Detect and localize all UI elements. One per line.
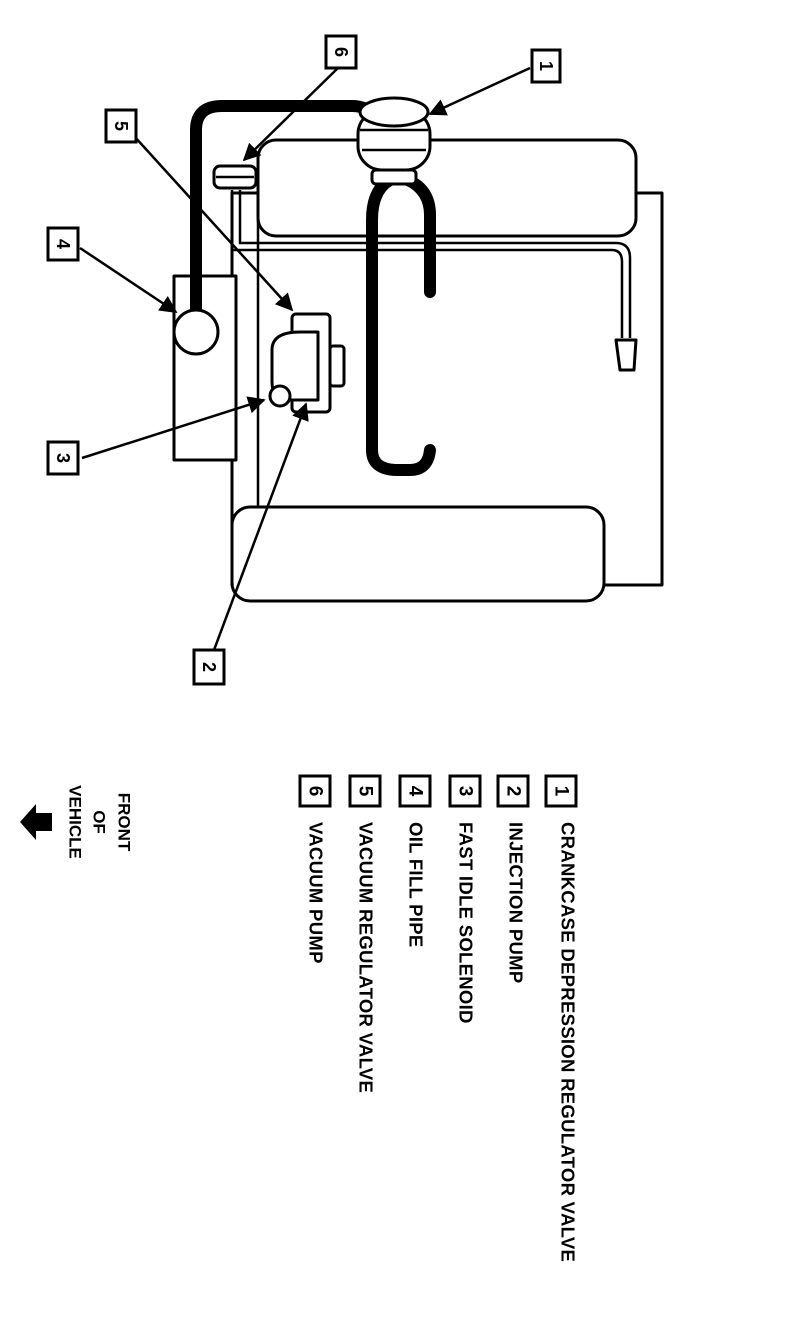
leader-6 <box>242 65 341 162</box>
callout-box-4: 4 <box>46 226 80 262</box>
front-label-line1: FRONT <box>115 793 134 852</box>
callout-num-3: 3 <box>53 453 73 463</box>
legend-item-4: 4 OIL FILL PIPE <box>398 774 432 948</box>
legend-num-3: 3 <box>455 786 476 797</box>
front-label-line2: OF <box>90 810 109 834</box>
leader-1 <box>428 66 531 116</box>
legend-num-6: 6 <box>305 786 326 797</box>
leader-2 <box>212 402 309 651</box>
callout-box-3: 3 <box>46 440 80 476</box>
legend-num-4: 4 <box>405 786 426 797</box>
vacuum-tube <box>230 190 624 338</box>
legend-item-5: 5 VACUUM REGULATOR VALVE <box>348 774 382 1093</box>
callout-box-1: 1 <box>530 48 562 84</box>
legend-label-3: FAST IDLE SOLENOID <box>456 822 477 1024</box>
callout-num-1: 1 <box>536 61 556 71</box>
legend-label-1: CRANKCASE DEPRESSION REGULATOR VALVE <box>558 822 579 1262</box>
front-of-vehicle-indicator: FRONT OF VEHICLE <box>20 785 134 859</box>
vacuum-pump-fitting <box>212 164 258 190</box>
leader-3 <box>81 396 266 460</box>
leader-4 <box>79 246 178 314</box>
callout-leaders <box>79 65 531 651</box>
callout-num-5: 5 <box>111 121 131 131</box>
legend-label-5: VACUUM REGULATOR VALVE <box>356 822 377 1093</box>
legend: 1 CRANKCASE DEPRESSION REGULATOR VALVE 2… <box>298 774 579 1262</box>
callout-box-2: 2 <box>192 648 226 686</box>
lower-valve-cover <box>230 505 606 603</box>
legend-num-1: 1 <box>551 786 572 797</box>
legend-label-6: VACUUM PUMP <box>306 822 327 964</box>
callout-box-5: 5 <box>104 108 138 144</box>
engine-drawing <box>172 96 664 603</box>
callout-num-4: 4 <box>53 239 73 249</box>
injection-pump <box>268 312 346 414</box>
arrow-left-icon <box>20 804 52 840</box>
callout-box-6: 6 <box>324 34 358 70</box>
tube-end-cap <box>614 338 638 372</box>
cdr-valve <box>356 96 432 186</box>
legend-item-1: 1 CRANKCASE DEPRESSION REGULATOR VALVE <box>544 774 579 1262</box>
upper-valve-cover <box>256 138 638 238</box>
legend-num-2: 2 <box>503 786 524 797</box>
front-label-line3: VEHICLE <box>66 785 85 859</box>
vacuum-tube-inner <box>238 190 632 338</box>
crankcase-hose-loop <box>366 174 436 476</box>
callout-num-2: 2 <box>199 662 219 672</box>
legend-item-6: 6 VACUUM PUMP <box>298 774 332 964</box>
legend-num-5: 5 <box>355 786 376 797</box>
legend-label-2: INJECTION PUMP <box>506 822 527 983</box>
oil-fill-pipe-cap <box>172 308 220 356</box>
intake-bracket <box>172 274 238 462</box>
legend-item-2: 2 INJECTION PUMP <box>496 774 530 983</box>
leader-5 <box>133 135 294 312</box>
legend-item-3: 3 FAST IDLE SOLENOID <box>448 774 482 1024</box>
callout-num-6: 6 <box>331 47 351 57</box>
legend-label-4: OIL FILL PIPE <box>406 822 427 948</box>
